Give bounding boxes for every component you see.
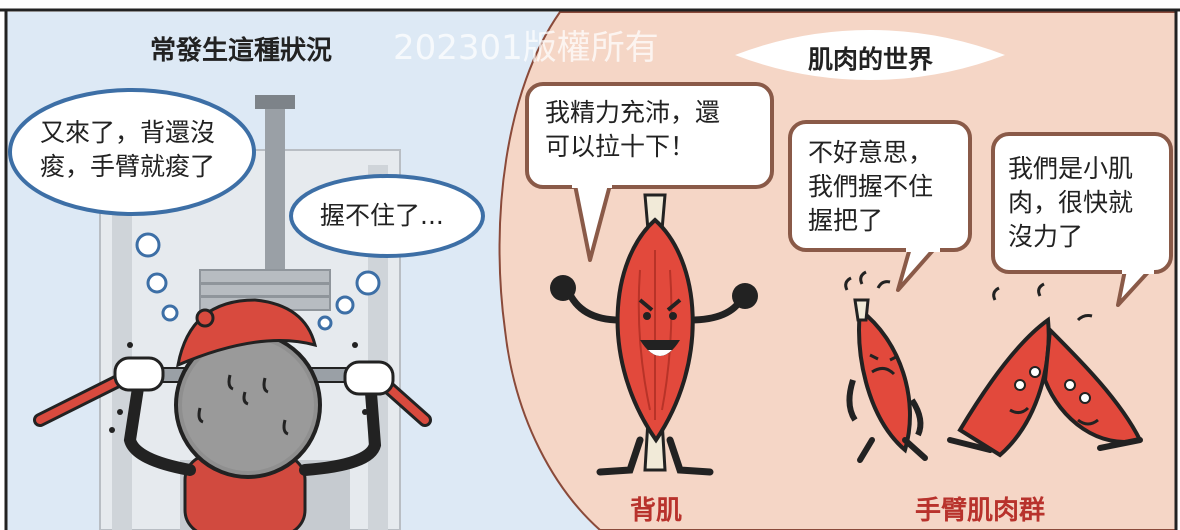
speech-bubble-back-muscle-text: 我精力充沛，還 可以拉十下！: [545, 96, 720, 164]
bubble-line: 握把了: [808, 206, 884, 235]
bubble-line: 肉，很快就: [1008, 188, 1134, 217]
arm-muscle-character-1: [844, 270, 928, 463]
arm-muscle-character-2: [947, 282, 1143, 458]
left-heading: 常發生這種狀況: [150, 36, 333, 66]
label-back-muscle: 背肌: [630, 496, 683, 526]
bubble-line: 沒力了: [1008, 222, 1084, 251]
speech-bubble-left-2-text: 握不住了...: [320, 199, 444, 233]
character: [109, 298, 395, 530]
bubble-line: 又來了，背還沒: [40, 118, 216, 147]
watermark-text: 202301版權所有: [393, 28, 659, 68]
bubble-line: 我精力充沛，還: [545, 98, 721, 127]
speech-bubble-back-muscle: [525, 82, 774, 262]
speech-bubble-left-1: [8, 88, 256, 216]
speech-bubble-arm-1-text: 不好意思， 我們握不住 握把了: [808, 136, 933, 238]
bubble-line: 我們握不住: [808, 172, 934, 201]
speech-bubble-arm-2: [991, 132, 1173, 307]
right-panel-title: 肌肉的世界: [808, 45, 934, 74]
bubble-line: 我們是小肌: [1008, 154, 1134, 183]
title-banner: [735, 30, 1005, 80]
thought-circles: [135, 232, 381, 331]
speech-bubble-left-1-text: 又來了，背還沒 痠，手臂就痠了: [40, 116, 215, 184]
bubble-line: 可以拉十下！: [545, 132, 696, 161]
speech-bubble-arm-1: [788, 120, 972, 292]
back-muscle-character: [550, 193, 758, 476]
label-arm-muscles: 手臂肌肉群: [915, 496, 1046, 526]
bubble-line: 不好意思，: [808, 138, 934, 167]
bubble-line: 痠，手臂就痠了: [40, 152, 216, 181]
speech-bubble-arm-2-text: 我們是小肌 肉，很快就 沒力了: [1008, 152, 1133, 254]
speech-bubble-left-2: [289, 174, 485, 258]
bubble-line: 握不住了...: [320, 201, 444, 230]
